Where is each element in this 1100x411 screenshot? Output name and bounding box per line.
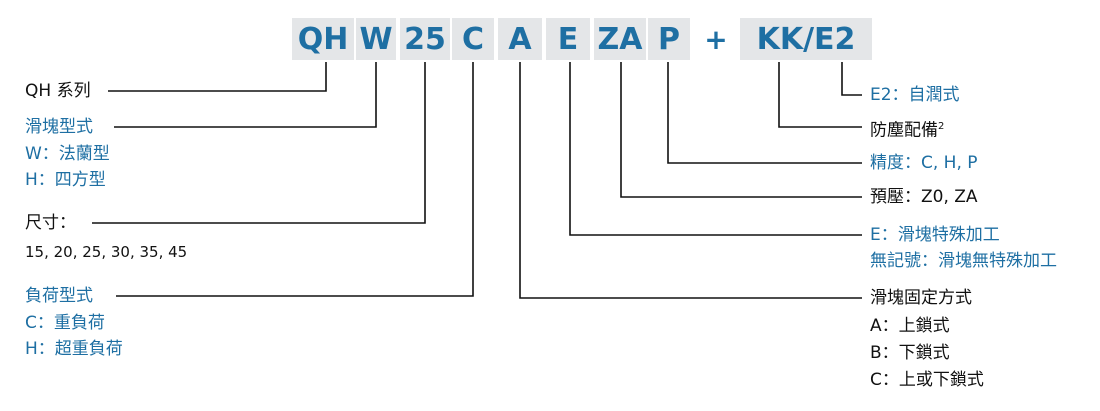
code-segment-special: E — [546, 18, 590, 60]
label-size-values: 15, 20, 25, 30, 35, 45 — [25, 243, 188, 261]
label-fix-a: A：上鎖式 — [870, 316, 950, 336]
label-block-type: 滑塊型式 — [25, 117, 93, 137]
code-segment-block-type: W — [356, 18, 396, 60]
code-segment-size: 25 — [400, 18, 450, 60]
code-segment-series: QH — [292, 18, 354, 60]
label-dust: 防塵配備2 — [870, 117, 944, 141]
code-segment-preload: ZA — [594, 18, 646, 60]
connector-dust — [778, 62, 862, 128]
connector-size — [92, 62, 426, 224]
label-block-w: W：法蘭型 — [25, 144, 110, 164]
label-fix: 滑塊固定方式 — [870, 288, 972, 308]
connector-accuracy — [667, 62, 862, 164]
connector-e2 — [841, 62, 862, 96]
label-fix-b: B：下鎖式 — [870, 343, 950, 363]
connector-load-type — [116, 62, 474, 297]
label-load-c: C：重負荷 — [25, 313, 105, 333]
code-segment-accuracy: P — [648, 18, 690, 60]
connector-preload — [620, 62, 862, 198]
label-special-none: 無記號：滑塊無特殊加工 — [870, 251, 1057, 271]
connector-series — [108, 62, 327, 92]
label-block-h: H：四方型 — [25, 170, 106, 190]
label-e2: E2：自潤式 — [870, 85, 960, 105]
code-segment-fix-type: A — [498, 18, 542, 60]
label-series: QH 系列 — [25, 81, 91, 101]
connector-special — [569, 62, 862, 236]
label-size: 尺寸： — [25, 213, 76, 233]
label-load-type: 負荷型式 — [25, 286, 93, 306]
label-dust-sup: 2 — [938, 121, 945, 132]
connector-fix-type — [519, 62, 862, 299]
label-preload: 預壓：Z0, ZA — [870, 187, 978, 207]
connector-block-type — [114, 62, 377, 128]
code-segment-dust: KK/E2 — [740, 18, 872, 60]
label-special-e: E：滑塊特殊加工 — [870, 225, 1000, 245]
label-load-h: H：超重負荷 — [25, 339, 123, 359]
label-accuracy: 精度：C, H, P — [870, 153, 978, 173]
label-fix-c: C：上或下鎖式 — [870, 370, 984, 390]
label-dust-text: 防塵配備 — [870, 120, 938, 141]
code-segment-load-type: C — [452, 18, 494, 60]
code-plus-sign: + — [704, 22, 728, 56]
